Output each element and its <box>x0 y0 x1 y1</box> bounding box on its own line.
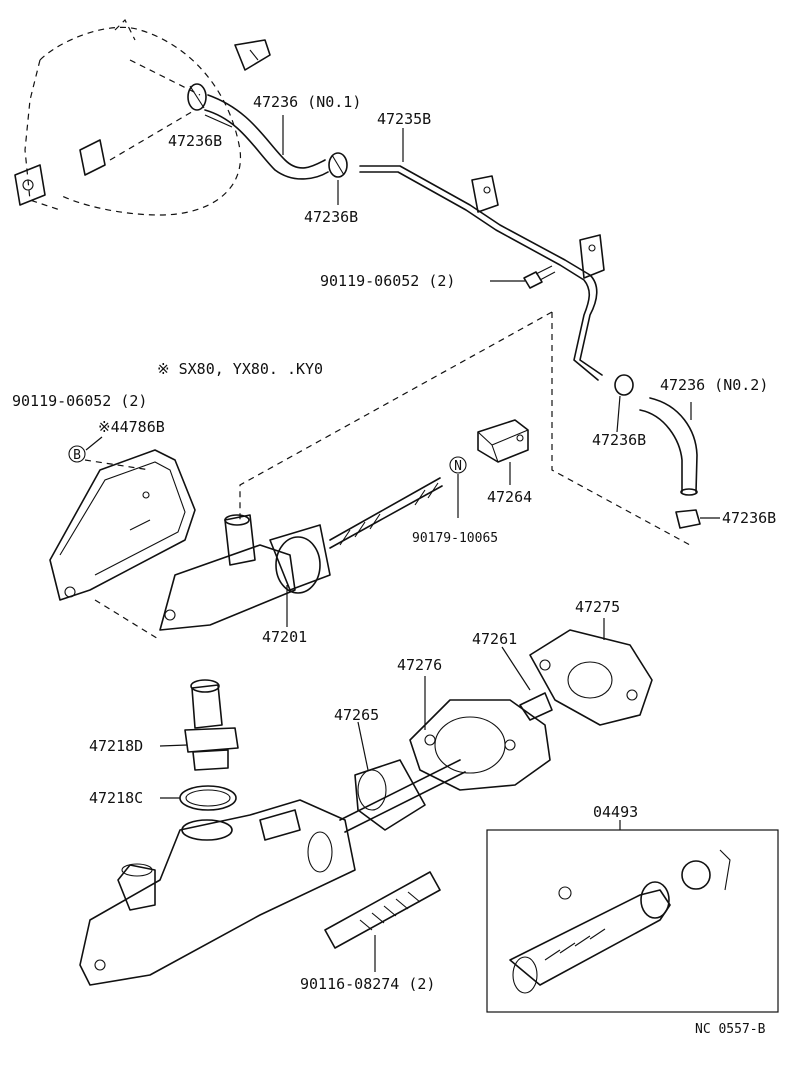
labels: 47236 (N0.1) 47236B 47235B 47236B 90119-… <box>12 93 776 1037</box>
label-gasket: 47275 <box>575 598 620 616</box>
label-hose-no2: 47236 (N0.2) <box>660 376 768 394</box>
gasket-ring <box>179 785 237 811</box>
stud-bolt <box>324 871 441 949</box>
hose-clip-d <box>675 509 701 529</box>
vacuum-tube <box>359 165 605 381</box>
bolt-top <box>523 265 556 289</box>
label-clip-d: 47236B <box>722 509 776 527</box>
label-clip-c: 47236B <box>592 431 646 449</box>
label-clip-b: 47236B <box>304 208 358 226</box>
label-boot: 47265 <box>334 706 379 724</box>
label-note: ※ SX80, YX80. .KY0 <box>157 360 323 378</box>
label-stud: 90116-08274 (2) <box>300 975 435 993</box>
label-cyl-assy: 47201 <box>262 628 307 646</box>
union <box>184 679 239 771</box>
hose-clip-a <box>187 83 207 111</box>
label-bolt-left: 90119-06052 (2) <box>12 392 147 410</box>
hose-no1 <box>204 94 329 180</box>
svg-text:B: B <box>73 448 81 463</box>
cylinder-body <box>79 759 466 986</box>
clevis <box>477 419 529 463</box>
cylinder-flange <box>409 692 553 791</box>
label-bolt-top: 90119-06052 (2) <box>320 272 455 290</box>
gasket-plate <box>529 629 653 726</box>
label-clip-a: 47236B <box>168 132 222 150</box>
label-clevis: 47264 <box>487 488 532 506</box>
repair-kit-box <box>486 829 779 1013</box>
label-kit: 04493 <box>593 803 638 821</box>
hose-clip-c <box>614 374 634 396</box>
label-gasket-ring: 47218C <box>89 789 143 807</box>
label-reservoir-body: 47276 <box>397 656 442 674</box>
boot <box>354 759 426 831</box>
label-tube: 47235B <box>377 110 431 128</box>
brake-booster <box>14 18 271 216</box>
label-nut: 90179-10065 <box>412 531 498 546</box>
label-hose-no1: 47236 (N0.1) <box>253 93 361 111</box>
mark-n: N <box>449 456 467 474</box>
label-union: 47218D <box>89 737 143 755</box>
hose-clip-b <box>328 152 348 178</box>
svg-text:N: N <box>454 459 462 474</box>
insulator-plate <box>49 449 196 601</box>
leader-lines <box>85 114 720 972</box>
mark-b: B <box>68 445 86 463</box>
hose-no2 <box>639 397 698 496</box>
master-cylinder-assy <box>159 477 443 631</box>
label-insulator: ※44786B <box>98 418 165 436</box>
label-push-rod: 47261 <box>472 630 517 648</box>
label-code: NC 0557-B <box>695 1022 766 1037</box>
